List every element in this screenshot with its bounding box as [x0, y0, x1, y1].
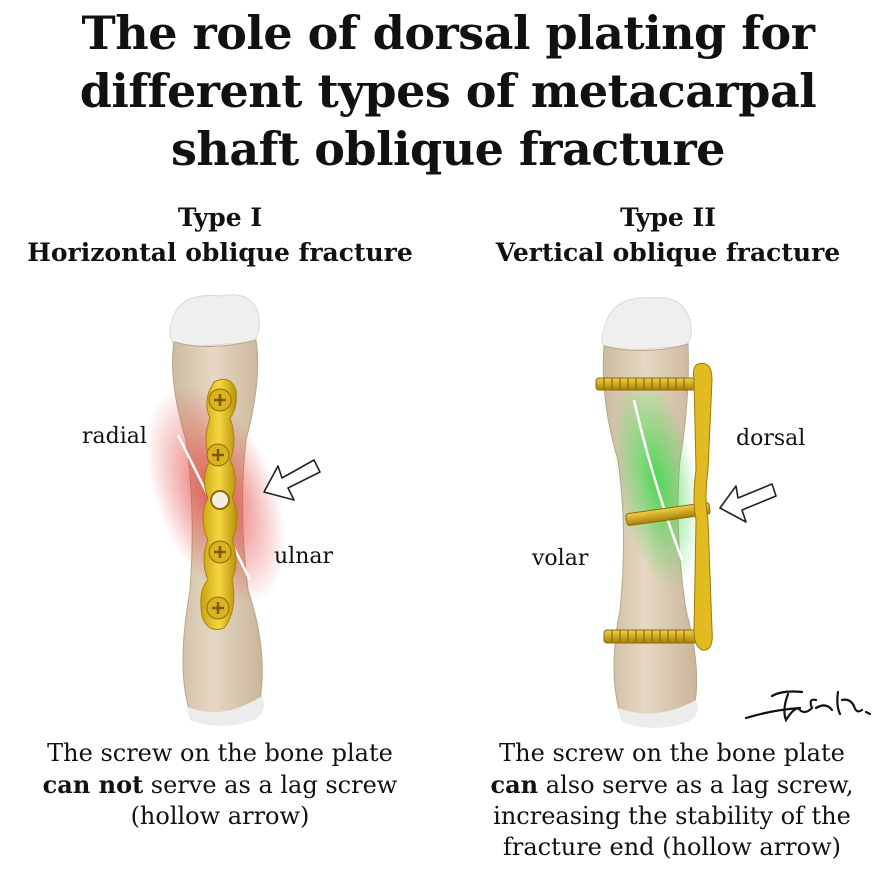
type1-heading: Type I Horizontal oblique fracture: [0, 200, 440, 270]
type1-caption-bold: can not: [43, 770, 144, 799]
type2-heading-line1: Type II: [458, 200, 878, 235]
cartilage-cap: [170, 295, 260, 348]
type2-caption-bold: can: [491, 770, 539, 799]
type2-heading: Type II Vertical oblique fracture: [458, 200, 878, 270]
type1-caption-line3: (hollow arrow): [0, 801, 440, 832]
cartilage-cap: [602, 297, 692, 352]
type1-caption-line2-rest: serve as a lag screw: [143, 771, 397, 799]
hollow-arrow-icon: [262, 458, 322, 504]
label-volar: volar: [532, 546, 588, 571]
title-line-1: The role of dorsal plating for: [0, 4, 896, 62]
type1-heading-line1: Type I: [0, 200, 440, 235]
type1-caption-line1: The screw on the bone plate: [0, 738, 440, 769]
title-line-2: different types of metacarpal: [0, 62, 896, 120]
type2-caption-line2: can also serve as a lag screw,: [452, 769, 892, 801]
type2-caption-line4: fracture end (hollow arrow): [452, 832, 892, 863]
label-radial: radial: [82, 424, 147, 449]
label-ulnar: ulnar: [274, 544, 333, 569]
title-line-3: shaft oblique fracture: [0, 120, 896, 178]
type1-heading-line2: Horizontal oblique fracture: [0, 235, 440, 270]
type2-caption: The screw on the bone plate can also ser…: [452, 738, 892, 863]
type2-caption-line3: increasing the stability of the: [452, 801, 892, 832]
figure-title: The role of dorsal plating for different…: [0, 4, 896, 178]
hollow-arrow-icon-2: [718, 478, 778, 524]
type1-caption-line2: can not serve as a lag screw: [0, 769, 440, 801]
artist-signature: [742, 680, 882, 730]
label-dorsal: dorsal: [736, 426, 805, 451]
type1-bone-illustration: [150, 290, 330, 740]
type2-bone-illustration: [590, 290, 730, 740]
type1-caption: The screw on the bone plate can not serv…: [0, 738, 440, 832]
type2-heading-line2: Vertical oblique fracture: [458, 235, 878, 270]
type2-caption-line1: The screw on the bone plate: [452, 738, 892, 769]
type2-caption-line2-rest: also serve as a lag screw,: [538, 771, 853, 799]
